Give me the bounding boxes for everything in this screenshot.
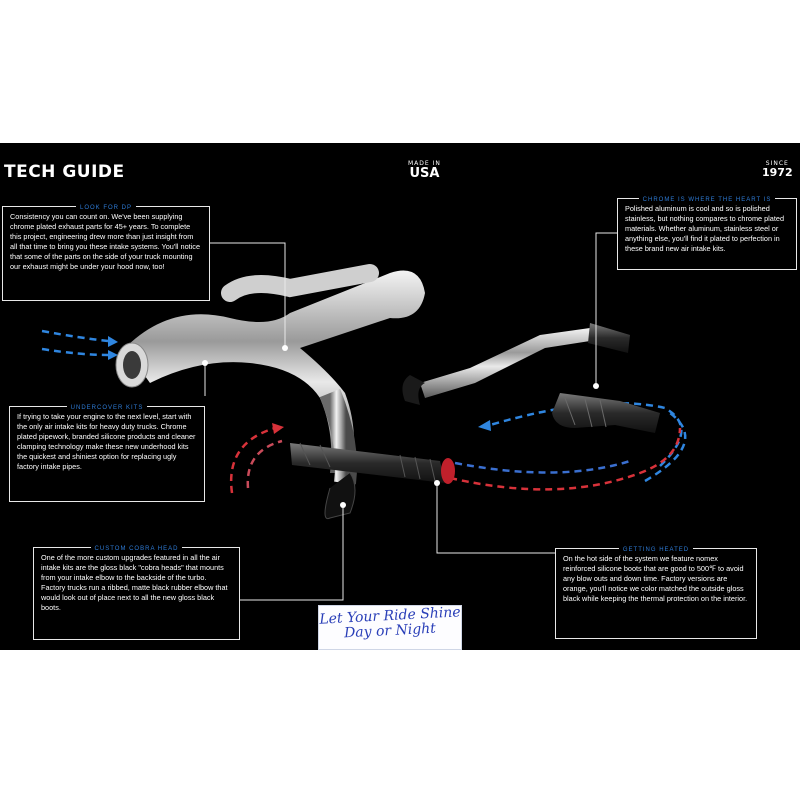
intake-illustration [41, 232, 687, 601]
callout-text: One of the more custom upgrades featured… [41, 553, 228, 613]
callout-heading: UNDERCOVER KITS [66, 405, 148, 411]
made-in-usa-badge: MADE IN USA [408, 160, 441, 181]
callout-text: On the hot side of the system we feature… [563, 554, 748, 604]
callout-text: If trying to take your engine to the nex… [17, 412, 196, 472]
callout-look-for-dp: LOOK FOR DP Consistency you can count on… [2, 205, 210, 301]
slogan-banner: Let Your Ride Shine Day or Night [318, 604, 462, 650]
cold-flow-arrows-right [489, 402, 687, 483]
callout-cobra-head: CUSTOM COBRA HEAD One of the more custom… [33, 546, 240, 640]
page-title: TECH GUIDE [4, 162, 125, 182]
callout-heading: LOOK FOR DP [75, 205, 136, 211]
since-label: SINCE [765, 160, 789, 167]
usa-label: USA [409, 166, 440, 181]
made-in-label: MADE IN [408, 160, 441, 167]
chrome-intake-pipe [115, 264, 425, 520]
since-year: 1972 [762, 166, 793, 179]
callout-getting-heated: GETTING HEATED On the hot side of the sy… [555, 547, 757, 639]
cold-flow-arrows-left [41, 329, 109, 357]
tech-guide-panel: TECH GUIDE MADE IN USA SINCE 1972 LOOK F… [0, 143, 800, 650]
callout-heading: CUSTOM COBRA HEAD [90, 546, 183, 552]
callout-chrome: CHROME IS WHERE THE HEART IS Polished al… [617, 197, 797, 270]
silicone-boot-middle [290, 442, 455, 484]
chrome-hot-pipe [402, 323, 660, 433]
callout-text: Polished aluminum is cool and so is poli… [625, 204, 784, 254]
hot-flow-arrows [229, 426, 682, 494]
callout-undercover: UNDERCOVER KITS If trying to take your e… [9, 405, 205, 502]
since-badge: SINCE 1972 [762, 160, 793, 179]
callout-leader-lines [204, 232, 617, 601]
callout-heading: GETTING HEATED [618, 547, 694, 553]
callout-text: Consistency you can count on. We've been… [10, 212, 201, 272]
callout-heading: CHROME IS WHERE THE HEART IS [638, 197, 776, 203]
